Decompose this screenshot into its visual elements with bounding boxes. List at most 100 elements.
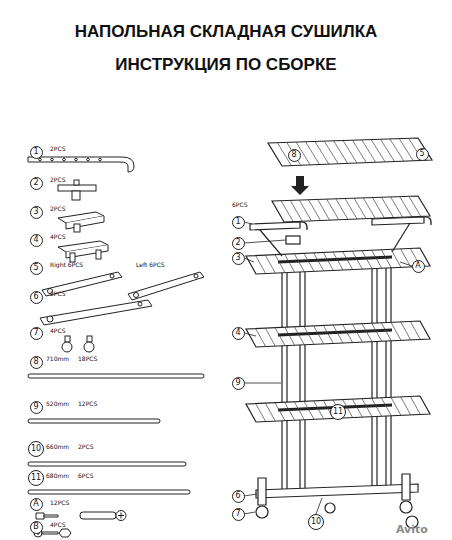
rack-slats bbox=[256, 256, 266, 274]
part-quantity: 18PCS bbox=[78, 356, 97, 363]
parts-list bbox=[28, 374, 204, 378]
dryer-illustration bbox=[250, 222, 300, 230]
dryer-illustration bbox=[424, 217, 431, 225]
rack-slats bbox=[256, 329, 266, 347]
parts-list bbox=[72, 191, 80, 200]
rack-slats bbox=[256, 138, 423, 421]
rack-slats bbox=[285, 402, 295, 420]
rack-slats bbox=[391, 322, 401, 340]
callout-number: 8 bbox=[30, 356, 43, 369]
callout-number: 6 bbox=[232, 490, 245, 503]
dryer-illustration bbox=[244, 222, 412, 514]
rack-slats bbox=[314, 401, 324, 419]
callout-number: 7 bbox=[232, 508, 245, 521]
dryer-illustration bbox=[256, 484, 418, 498]
parts-list bbox=[36, 513, 44, 519]
rack-slats bbox=[372, 198, 384, 218]
callout-number: 9 bbox=[30, 401, 43, 414]
parts-list bbox=[128, 272, 204, 300]
part-quantity: 680mm bbox=[46, 473, 69, 480]
callout-number: 11 bbox=[28, 470, 44, 486]
dryer-illustration bbox=[372, 258, 391, 490]
parts-list bbox=[42, 532, 58, 534]
callout-text: 10 bbox=[311, 517, 321, 527]
rack-slats bbox=[275, 255, 285, 273]
part-quantity: 4PCS bbox=[50, 522, 65, 529]
rack-slats bbox=[285, 327, 295, 345]
callout-text: A bbox=[415, 261, 420, 271]
rack-slats bbox=[333, 325, 343, 343]
rack-slats bbox=[381, 323, 391, 341]
parts-list bbox=[28, 462, 186, 466]
parts-list bbox=[138, 302, 142, 306]
part-quantity: 2PCS bbox=[50, 177, 65, 184]
rack-slats bbox=[275, 403, 285, 421]
callout-text: 8 bbox=[291, 150, 296, 160]
callout-text: 8 bbox=[33, 357, 38, 367]
rack-slats bbox=[304, 401, 314, 419]
callout-number: 6 bbox=[30, 291, 43, 304]
dryer-illustration bbox=[300, 222, 307, 230]
rack-slats bbox=[401, 397, 411, 415]
rack-slats bbox=[391, 397, 401, 415]
parts-list bbox=[99, 158, 102, 161]
parts-list bbox=[70, 253, 75, 262]
rack-slats bbox=[314, 326, 324, 344]
rack-slats bbox=[409, 196, 421, 216]
rack-slats bbox=[354, 198, 366, 218]
rack-slats bbox=[285, 254, 295, 272]
callout-text: 11 bbox=[31, 473, 41, 483]
callout-text: 9 bbox=[235, 378, 240, 388]
callout-number: 11 bbox=[330, 404, 346, 420]
rack-slats bbox=[401, 322, 411, 340]
parts-list bbox=[75, 158, 78, 161]
callout-number: A bbox=[412, 260, 425, 273]
callout-number: B bbox=[30, 521, 43, 534]
rack-slats bbox=[294, 327, 304, 345]
parts-list bbox=[74, 224, 80, 232]
watermark: Avito bbox=[396, 524, 428, 537]
callout-number: 4 bbox=[30, 234, 43, 247]
part-quantity: 2PCS bbox=[50, 146, 65, 153]
rack-slats bbox=[333, 252, 343, 270]
rack-slats bbox=[343, 325, 353, 343]
rack-slats bbox=[265, 328, 275, 346]
part-quantity: 2PCS bbox=[50, 291, 65, 298]
rack-slats bbox=[343, 252, 353, 270]
rack-slats bbox=[391, 249, 401, 267]
callout-text: B bbox=[33, 522, 39, 532]
rack-slats bbox=[372, 250, 382, 268]
rack-slats bbox=[275, 328, 285, 346]
callout-number: 1 bbox=[30, 146, 43, 159]
rack-slats bbox=[381, 398, 391, 416]
parts-list bbox=[63, 158, 66, 161]
dryer-illustration bbox=[244, 138, 432, 528]
callout-text: 4 bbox=[235, 328, 240, 338]
dryer-illustration bbox=[372, 217, 424, 225]
parts-list bbox=[110, 274, 114, 278]
callout-number: 9 bbox=[232, 377, 245, 390]
parts-list bbox=[28, 157, 134, 172]
dryer-illustration bbox=[246, 396, 430, 422]
parts-list bbox=[116, 511, 126, 521]
callout-number: 5 bbox=[30, 262, 43, 275]
parts-list bbox=[80, 512, 116, 519]
rack-slats bbox=[410, 321, 420, 339]
dryer-illustration bbox=[246, 321, 430, 347]
rack-slats bbox=[401, 249, 411, 267]
rack-slats bbox=[256, 404, 266, 422]
part-quantity: 2PCS bbox=[50, 206, 65, 213]
parts-list bbox=[62, 342, 72, 352]
rack-slats bbox=[345, 199, 357, 220]
rack-slats bbox=[352, 399, 362, 417]
rack-slats bbox=[318, 199, 330, 220]
parts-list bbox=[40, 300, 152, 325]
callout-text: 4 bbox=[33, 235, 38, 245]
parts-list bbox=[96, 250, 101, 259]
callout-text: 6 bbox=[33, 292, 38, 302]
dryer-illustration bbox=[282, 262, 305, 494]
rack-slats bbox=[265, 403, 275, 421]
parts-list bbox=[58, 185, 96, 191]
rack-slats bbox=[294, 254, 304, 272]
